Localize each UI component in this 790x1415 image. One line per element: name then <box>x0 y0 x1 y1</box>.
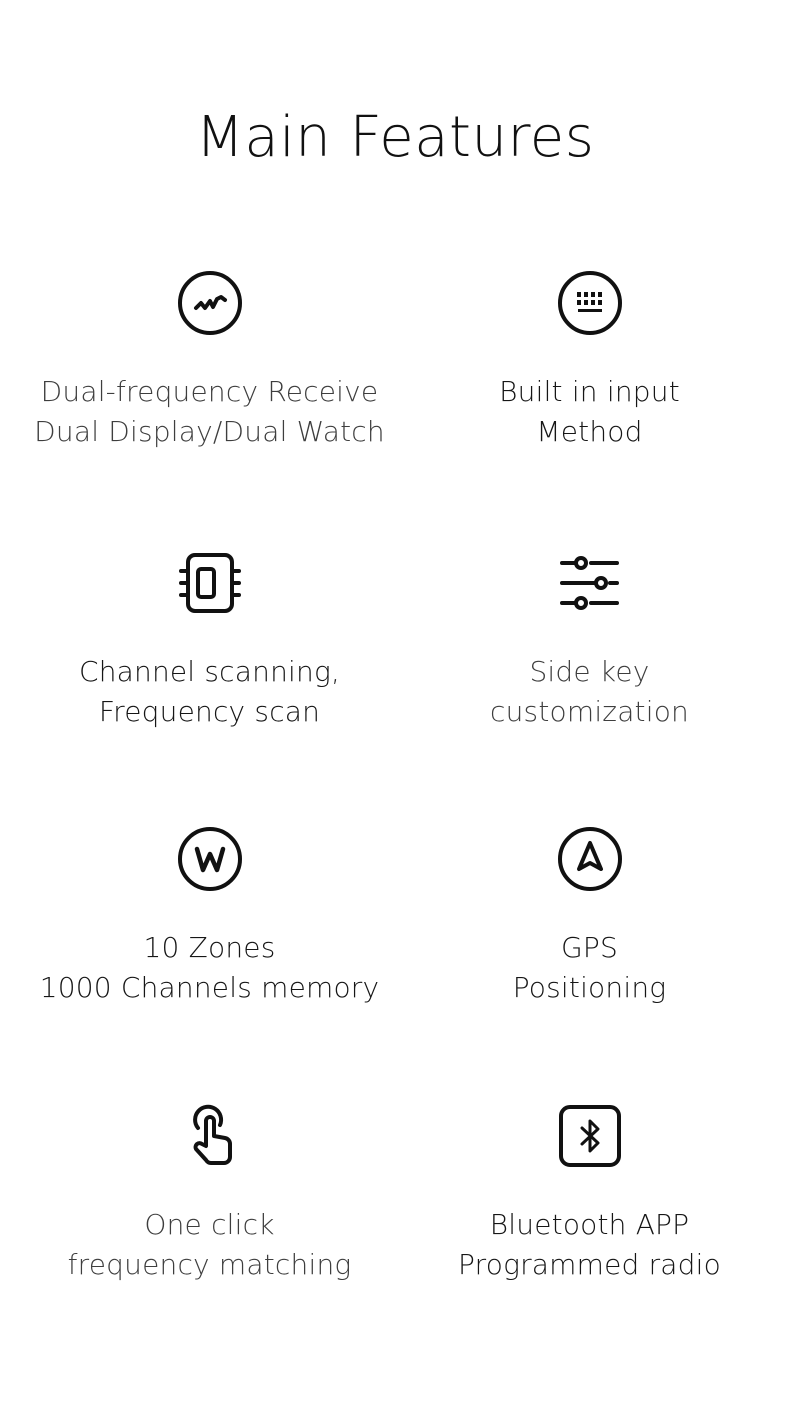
feature-label: Bluetooth APP Programmed radio <box>458 1208 721 1281</box>
feature-zones-channels: 10 Zones 1000 Channels memory <box>12 824 407 1008</box>
feature-dual-frequency: Dual-frequency Receive Dual Display/Dual… <box>12 268 407 452</box>
w-circle-icon <box>177 827 242 891</box>
keyboard-circle-icon <box>557 271 622 335</box>
feature-label: GPS Positioning <box>512 931 667 1004</box>
chip-icon <box>178 553 241 613</box>
feature-label: Side key customization <box>490 655 689 728</box>
sliders-icon <box>559 556 619 610</box>
feature-label: Dual-frequency Receive Dual Display/Dual… <box>34 375 385 448</box>
feature-bluetooth: Bluetooth APP Programmed radio <box>392 1101 787 1285</box>
navigation-arrow-circle-icon <box>557 827 622 891</box>
feature-input-method: Built in input Method <box>392 268 787 452</box>
bluetooth-square-icon <box>558 1105 621 1167</box>
feature-gps: GPS Positioning <box>392 824 787 1008</box>
waveform-circle-icon <box>177 271 242 335</box>
feature-label: One click frequency matching <box>67 1208 352 1281</box>
feature-side-key: Side key customization <box>392 548 787 732</box>
feature-one-click: One click frequency matching <box>12 1101 407 1285</box>
tap-hand-icon <box>192 1104 232 1165</box>
feature-label: Built in input Method <box>499 375 680 448</box>
page-title: Main Features <box>195 104 595 170</box>
feature-label: Channel scanning, Frequency scan <box>78 655 341 728</box>
feature-channel-scanning: Channel scanning, Frequency scan <box>12 548 407 732</box>
feature-label: 10 Zones 1000 Channels memory <box>39 931 380 1004</box>
